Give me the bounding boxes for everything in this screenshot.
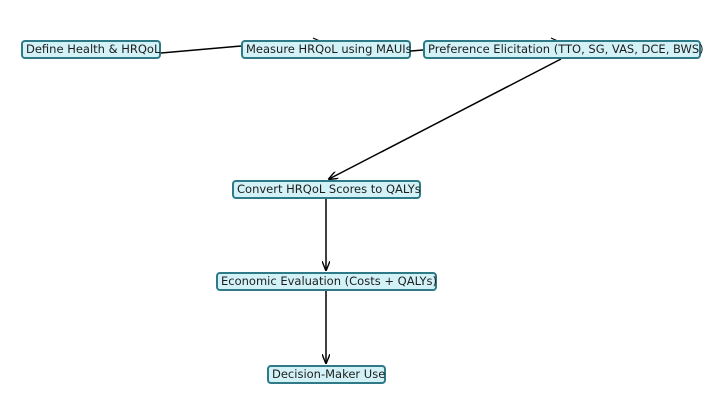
edge-measure-to-preference [410, 49, 424, 52]
node-preference-elicitation: Preference Elicitation (TTO, SG, VAS, DC… [423, 40, 704, 59]
edge-define-to-measure [160, 45, 242, 54]
node-decision-maker-use: Decision-Maker Use [267, 365, 386, 384]
edge-preference-to-convert [329, 58, 562, 179]
node-economic-evaluation: Economic Evaluation (Costs + QALYs) [216, 272, 437, 291]
node-measure-hrqol: Measure HRQoL using MAUIs [241, 40, 412, 59]
node-convert-to-qalys: Convert HRQoL Scores to QALYs [232, 180, 421, 199]
node-define-health: Define Health & HRQoL [21, 40, 161, 59]
